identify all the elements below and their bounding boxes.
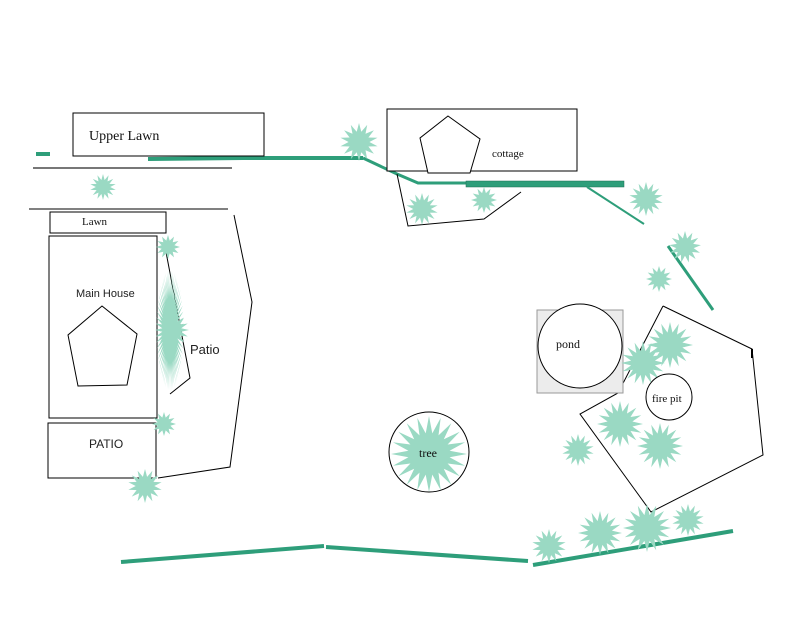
fire-pit-circle [645,373,693,421]
shrub-icon [90,174,116,200]
shrub-icon [391,416,467,492]
shrub-icon [637,423,683,469]
shrub-icon [669,231,701,263]
hedge-top-left [147,156,363,161]
patio-lower-label: PATIO [89,437,123,451]
shrub-icon [406,193,438,225]
pentagon-building-icon [419,115,481,174]
patio-lower-box [47,422,157,479]
hedge-bottom-left [120,544,325,564]
pond-label: pond [556,337,580,351]
shrub-icon [672,504,704,536]
shrub-icon [597,401,643,447]
shrub-icon [646,266,672,292]
shrub-icon [471,187,497,213]
hedge-bottom-middle [325,545,529,563]
shrub-icon [562,434,594,466]
shrub-icon [156,270,184,390]
upper-lawn-label: Upper Lawn [89,129,159,144]
lawn-label: Lawn [82,216,108,228]
shrub-icon [128,469,162,503]
main-house-label: Main House [76,288,135,300]
shrub-icon [340,123,378,161]
shrub-icon [621,341,665,385]
hedge-top-middle [362,156,466,185]
pond-circle [537,303,623,389]
hedge-bottom-right [532,529,734,567]
hedge-right-lower [666,245,715,311]
cottage-label: cottage [492,148,524,160]
fire-pit-label: fire pit [652,393,682,405]
pentagon-building-icon [67,305,138,387]
shrub-icon [156,235,180,259]
cottage-box [386,108,578,172]
hedge-small-left [36,152,50,156]
hedges [36,152,734,567]
hedge-top-right [465,180,625,188]
areas: Upper Lawn Lawn Main House PATIO Patio c… [47,108,624,493]
tree-label: tree [419,446,437,460]
top-areas: fire pit tree [419,373,693,460]
patio-side-label: Patio [190,342,220,357]
shrub-icon [629,182,663,216]
cottage-garden-outline [396,173,522,227]
lawn-box [49,211,167,234]
shrub-icon [152,412,176,436]
hedge-right-diagonal [586,186,645,225]
patio-boundary [157,214,253,479]
shrub-icon [623,504,671,552]
shrub-icon [532,529,566,563]
shrubs [90,123,704,563]
shrub-icon [578,511,622,555]
upper-lawn-box [72,112,265,157]
